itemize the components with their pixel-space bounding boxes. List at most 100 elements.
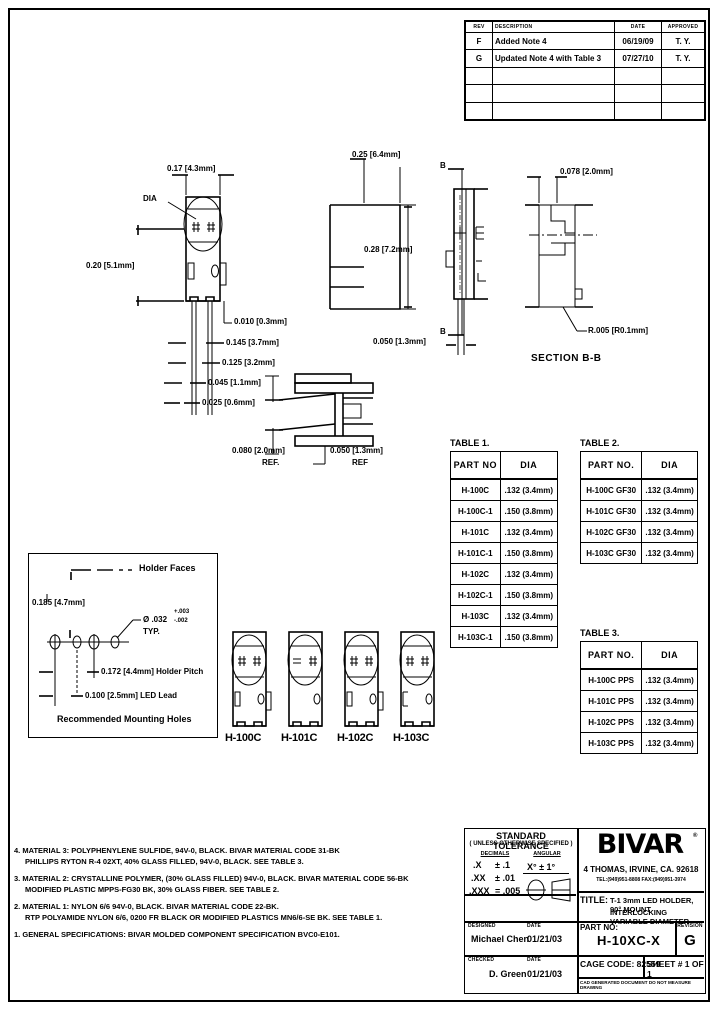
table-row: H-102C PPS .132 (3.4mm) bbox=[579, 711, 698, 733]
designed-date-label: DATE bbox=[527, 923, 542, 929]
table-row: H-103C GF30 .132 (3.4mm) bbox=[579, 542, 698, 564]
rev-description-cell: Added Note 4 bbox=[492, 31, 615, 51]
table-row: H-101C .132 (3.4mm) bbox=[450, 521, 559, 543]
dim-0-145: 0.145 [3.7mm] bbox=[226, 338, 279, 347]
hole-dia-label: Ø .032 bbox=[143, 615, 168, 624]
table-3-dia: .132 (3.4mm) bbox=[641, 732, 698, 754]
rev-date-cell bbox=[614, 66, 662, 86]
table-2-header-row: PART NO. DIA bbox=[579, 451, 698, 480]
rev-description-cell bbox=[492, 101, 615, 121]
dia-leader-label: DIA bbox=[143, 194, 157, 203]
revision-table-header-row: REV DESCRIPTION DATE APPROVED bbox=[465, 21, 705, 33]
table-1-dia: .150 (3.8mm) bbox=[499, 542, 559, 564]
angular-label: ANGULAR bbox=[533, 851, 561, 857]
rev-cell bbox=[465, 66, 493, 86]
mounting-caption: Recommended Mounting Holes bbox=[57, 714, 192, 724]
rev-cell: F bbox=[465, 31, 493, 51]
dim-0-045: 0.045 [1.1mm] bbox=[208, 378, 261, 387]
table-1-dia: .150 (3.8mm) bbox=[499, 584, 559, 606]
table-1-partno: H-101C bbox=[450, 521, 501, 543]
section-mark-bottom-b: B bbox=[440, 327, 446, 336]
dim-0-080-ref-label: REF. bbox=[262, 458, 280, 467]
designed-label: DESIGNED bbox=[468, 923, 496, 929]
table-2-col-partno: PART NO. bbox=[579, 451, 643, 480]
sheet-number: SHEET # 1 OF 1 bbox=[647, 959, 704, 979]
tolerance-key-1: .XX bbox=[471, 873, 486, 883]
tolerance-val-1: ± .01 bbox=[495, 873, 515, 883]
variant-H-100C: H-100C bbox=[225, 630, 274, 744]
table-row: H-101C PPS .132 (3.4mm) bbox=[579, 690, 698, 712]
tolerance-subheading: ( UNLESS OTHERWISE SPECIFIED ) bbox=[469, 841, 573, 847]
title-line-1: T-1 3mm LED HOLDER, 90° MOUNT bbox=[610, 896, 694, 914]
variant-H-102C: H-102C bbox=[337, 630, 386, 744]
table-2-title: TABLE 2. bbox=[580, 438, 620, 448]
tolerance-key-0: .X bbox=[473, 860, 482, 870]
table-row: H-100C PPS .132 (3.4mm) bbox=[579, 668, 698, 691]
title-label: TITLE: bbox=[580, 895, 608, 905]
approved-col-header: APPROVED bbox=[661, 21, 705, 33]
dim-0-28: 0.28 [7.2mm] bbox=[364, 245, 413, 254]
section-mark-top-b: B bbox=[440, 161, 446, 170]
section-bb-drawing: 0.078 [2.0mm] R.005 [R0.1mm] SECTION B-B bbox=[505, 165, 665, 365]
table-row bbox=[465, 66, 705, 86]
dim-0-050-ref-label: REF bbox=[352, 458, 368, 467]
bivar-logo: BIVAR bbox=[596, 829, 684, 860]
tolerance-val-2: = .005 bbox=[495, 886, 521, 896]
table-row: F Added Note 4 06/19/09 T. Y. bbox=[465, 31, 705, 51]
variant-label-1: H-101C bbox=[281, 732, 318, 744]
designed-date: 01/21/03 bbox=[527, 934, 563, 944]
rev-date-cell bbox=[614, 101, 662, 121]
title-block: STANDARD TOLERANCE ( UNLESS OTHERWISE SP… bbox=[464, 828, 706, 994]
tb-divider-v1 bbox=[577, 829, 579, 921]
table-row: H-101C GF30 .132 (3.4mm) bbox=[579, 500, 698, 522]
third-angle-projection-icon bbox=[525, 878, 573, 902]
tb-divider-h1 bbox=[465, 921, 704, 923]
rev-approved-cell bbox=[661, 66, 705, 86]
table-1-partno: H-103C-1 bbox=[450, 626, 501, 648]
tb-divider-h3 bbox=[577, 977, 704, 979]
table-2-dia: .132 (3.4mm) bbox=[641, 500, 698, 522]
tb-divider-v4 bbox=[643, 955, 645, 977]
note-item: 1. GENERAL SPECIFICATIONS: BIVAR MOLDED … bbox=[14, 929, 454, 940]
table-row: H-102C GF30 .132 (3.4mm) bbox=[579, 521, 698, 543]
note-number: 2. bbox=[14, 902, 21, 911]
rev-description-cell: Updated Note 4 with Table 3 bbox=[492, 49, 615, 68]
decimals-label: DECIMALS bbox=[480, 851, 510, 857]
holder-pitch-dim: 0.172 [4.4mm] Holder Pitch bbox=[101, 667, 204, 676]
table-1-partno: H-100C bbox=[450, 478, 501, 501]
tb-divider-v3 bbox=[675, 921, 677, 955]
variant-label-2: H-102C bbox=[337, 732, 374, 744]
table-row: G Updated Note 4 with Table 3 07/27/10 T… bbox=[465, 49, 705, 68]
rev-date-cell: 06/19/09 bbox=[614, 31, 662, 51]
company-address: 4 THOMAS, IRVINE, CA. 92618 bbox=[583, 865, 699, 874]
designed-by: Michael Chen bbox=[471, 934, 530, 944]
date-col-header: DATE bbox=[614, 21, 662, 33]
revision-table: REV DESCRIPTION DATE APPROVED F Added No… bbox=[464, 20, 706, 121]
rev-date-cell: 07/27/10 bbox=[614, 49, 662, 68]
table-2-partno: H-103C GF30 bbox=[579, 542, 643, 564]
table-row: H-102C .132 (3.4mm) bbox=[450, 563, 559, 585]
table-row: H-103C PPS .132 (3.4mm) bbox=[579, 732, 698, 754]
table-3-title: TABLE 3. bbox=[580, 628, 620, 638]
tolerance-key-2: .XXX bbox=[469, 886, 490, 896]
table-3-partno: H-102C PPS bbox=[579, 711, 643, 733]
note-item: 2. MATERIAL 1: NYLON 6/6 94V-0, BLACK. B… bbox=[14, 901, 454, 923]
tb-divider-h2 bbox=[465, 955, 704, 957]
side-view-drawing: 0.25 [6.4mm] 0.28 [7.2mm] bbox=[329, 145, 470, 365]
checked-date: 01/21/03 bbox=[527, 969, 563, 979]
cad-footer-note: CAD GENERATED DOCUMENT DO NOT MEASURE DR… bbox=[580, 980, 691, 990]
table-2-partno: H-101C GF30 bbox=[579, 500, 643, 522]
table-3: TABLE 3. PART NO. DIA H-100C PPS .132 (3… bbox=[579, 628, 698, 754]
table-1-title: TABLE 1. bbox=[450, 438, 490, 448]
table-2-partno: H-102C GF30 bbox=[579, 521, 643, 543]
revision-label: REVISION bbox=[677, 923, 703, 929]
dim-0-25: 0.25 [6.4mm] bbox=[352, 150, 401, 159]
rev-approved-cell: T. Y. bbox=[661, 49, 705, 68]
table-1-dia: .150 (3.8mm) bbox=[499, 626, 559, 648]
table-3-partno: H-101C PPS bbox=[579, 690, 643, 712]
checked-by: D. Green bbox=[489, 969, 527, 979]
tolerance-heading: STANDARD TOLERANCE bbox=[493, 831, 549, 851]
table-row: H-103C-1 .150 (3.8mm) bbox=[450, 626, 559, 648]
table-3-col-partno: PART NO. bbox=[579, 641, 643, 670]
table-row: H-100C GF30 .132 (3.4mm) bbox=[579, 478, 698, 501]
